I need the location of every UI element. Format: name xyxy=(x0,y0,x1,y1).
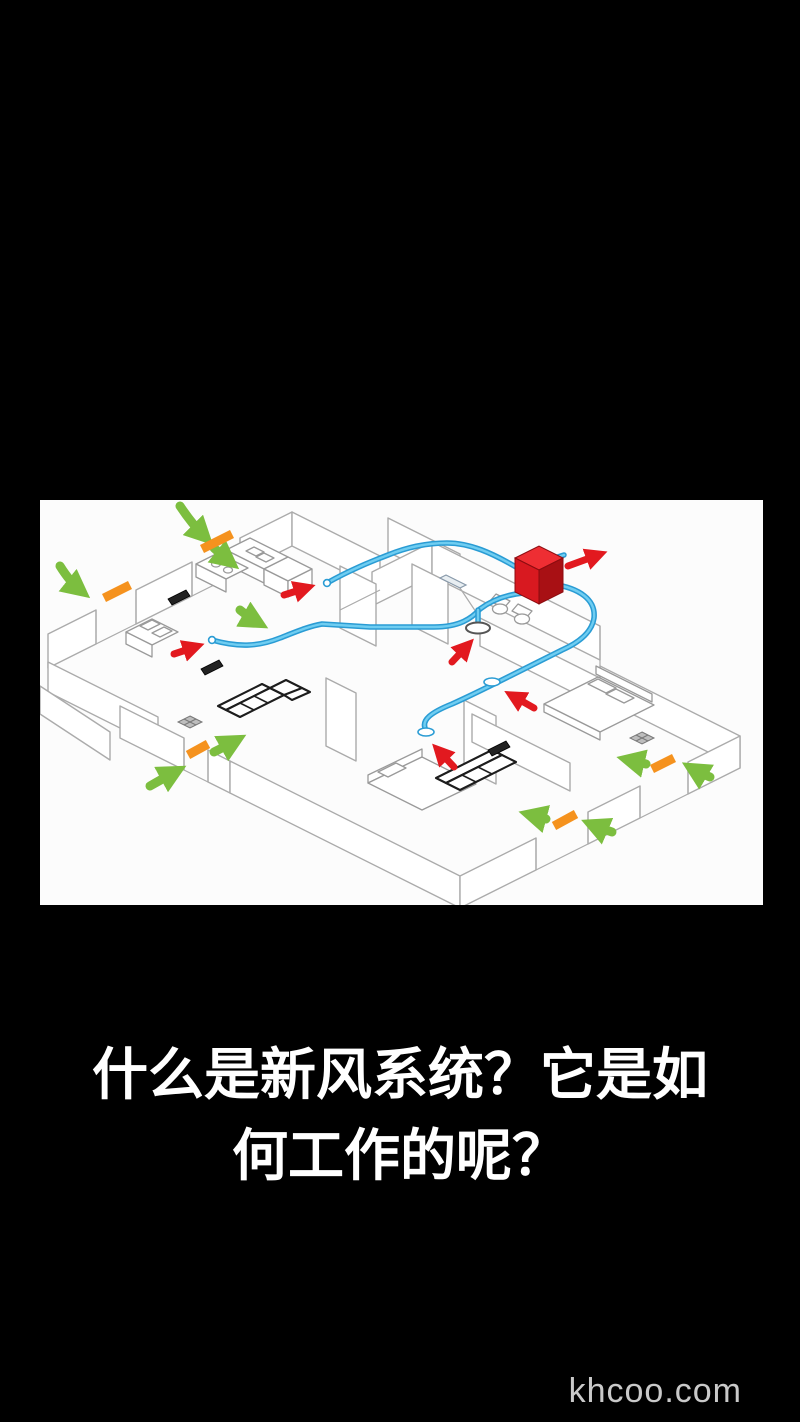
watermark: khcoo.com xyxy=(568,1372,742,1410)
exhaust-arrow xyxy=(448,638,474,666)
sectional-sofa xyxy=(216,678,312,719)
fresh-air-arrow xyxy=(175,501,214,546)
duct-inlet xyxy=(207,635,217,645)
exhaust-arrow xyxy=(504,690,538,712)
fresh-air-arrow xyxy=(681,762,715,790)
diagram-panel xyxy=(40,500,763,905)
wall-ac-unit xyxy=(167,589,511,757)
ceiling-diffuser xyxy=(483,677,501,687)
ceiling-diffuser xyxy=(417,727,435,737)
window-vent xyxy=(101,580,133,603)
caption: 什么是新风系统？它是如 何工作的呢？ xyxy=(0,1034,800,1196)
exhaust-outdoor-arrow xyxy=(564,548,608,570)
ceiling-vent xyxy=(438,574,468,589)
exhaust-arrow xyxy=(280,581,316,603)
fresh-air-arrow xyxy=(145,765,187,793)
hrv-unit xyxy=(513,545,565,605)
window-vent xyxy=(199,529,235,554)
window-vent xyxy=(649,753,677,774)
ventilation-diagram xyxy=(40,501,741,905)
fresh-air-arrow xyxy=(55,561,91,599)
fresh-air-arrow xyxy=(581,818,617,845)
exhaust-arrow xyxy=(170,640,205,662)
fresh-air-arrows xyxy=(55,501,715,845)
caption-line-2: 何工作的呢？ xyxy=(232,1124,568,1187)
small-bed xyxy=(125,618,179,658)
exhaust-arrows xyxy=(170,548,608,771)
duct-inlet xyxy=(322,578,332,588)
ceiling-diffuser xyxy=(465,621,491,635)
exhaust-arrow xyxy=(432,743,458,771)
fresh-air-arrow xyxy=(518,805,551,833)
caption-line-1: 什么是新风系统？它是如 xyxy=(92,1043,708,1106)
floor-diffuser xyxy=(176,715,656,745)
fresh-air-arrow xyxy=(209,734,247,762)
fresh-air-arrow xyxy=(235,601,269,629)
furniture xyxy=(125,537,656,811)
window-vent xyxy=(185,740,211,759)
bed xyxy=(367,748,477,811)
window-vent xyxy=(551,810,579,830)
double-bed xyxy=(543,665,655,741)
fresh-air-arrow xyxy=(207,539,240,570)
duct-network xyxy=(207,540,597,737)
sofa xyxy=(434,748,518,792)
fresh-air-arrow xyxy=(616,749,651,778)
window-vents xyxy=(101,529,677,830)
